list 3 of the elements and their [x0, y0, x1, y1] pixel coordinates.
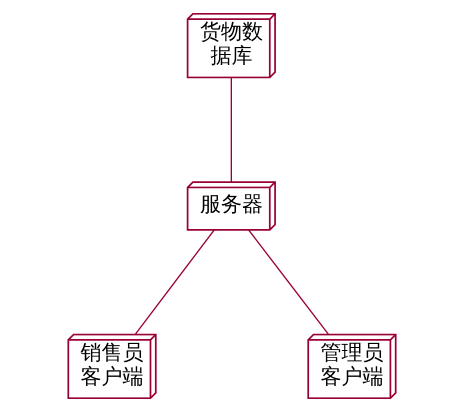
- connector: [134, 230, 215, 335]
- connector: [248, 230, 330, 335]
- connector: [230, 78, 232, 182]
